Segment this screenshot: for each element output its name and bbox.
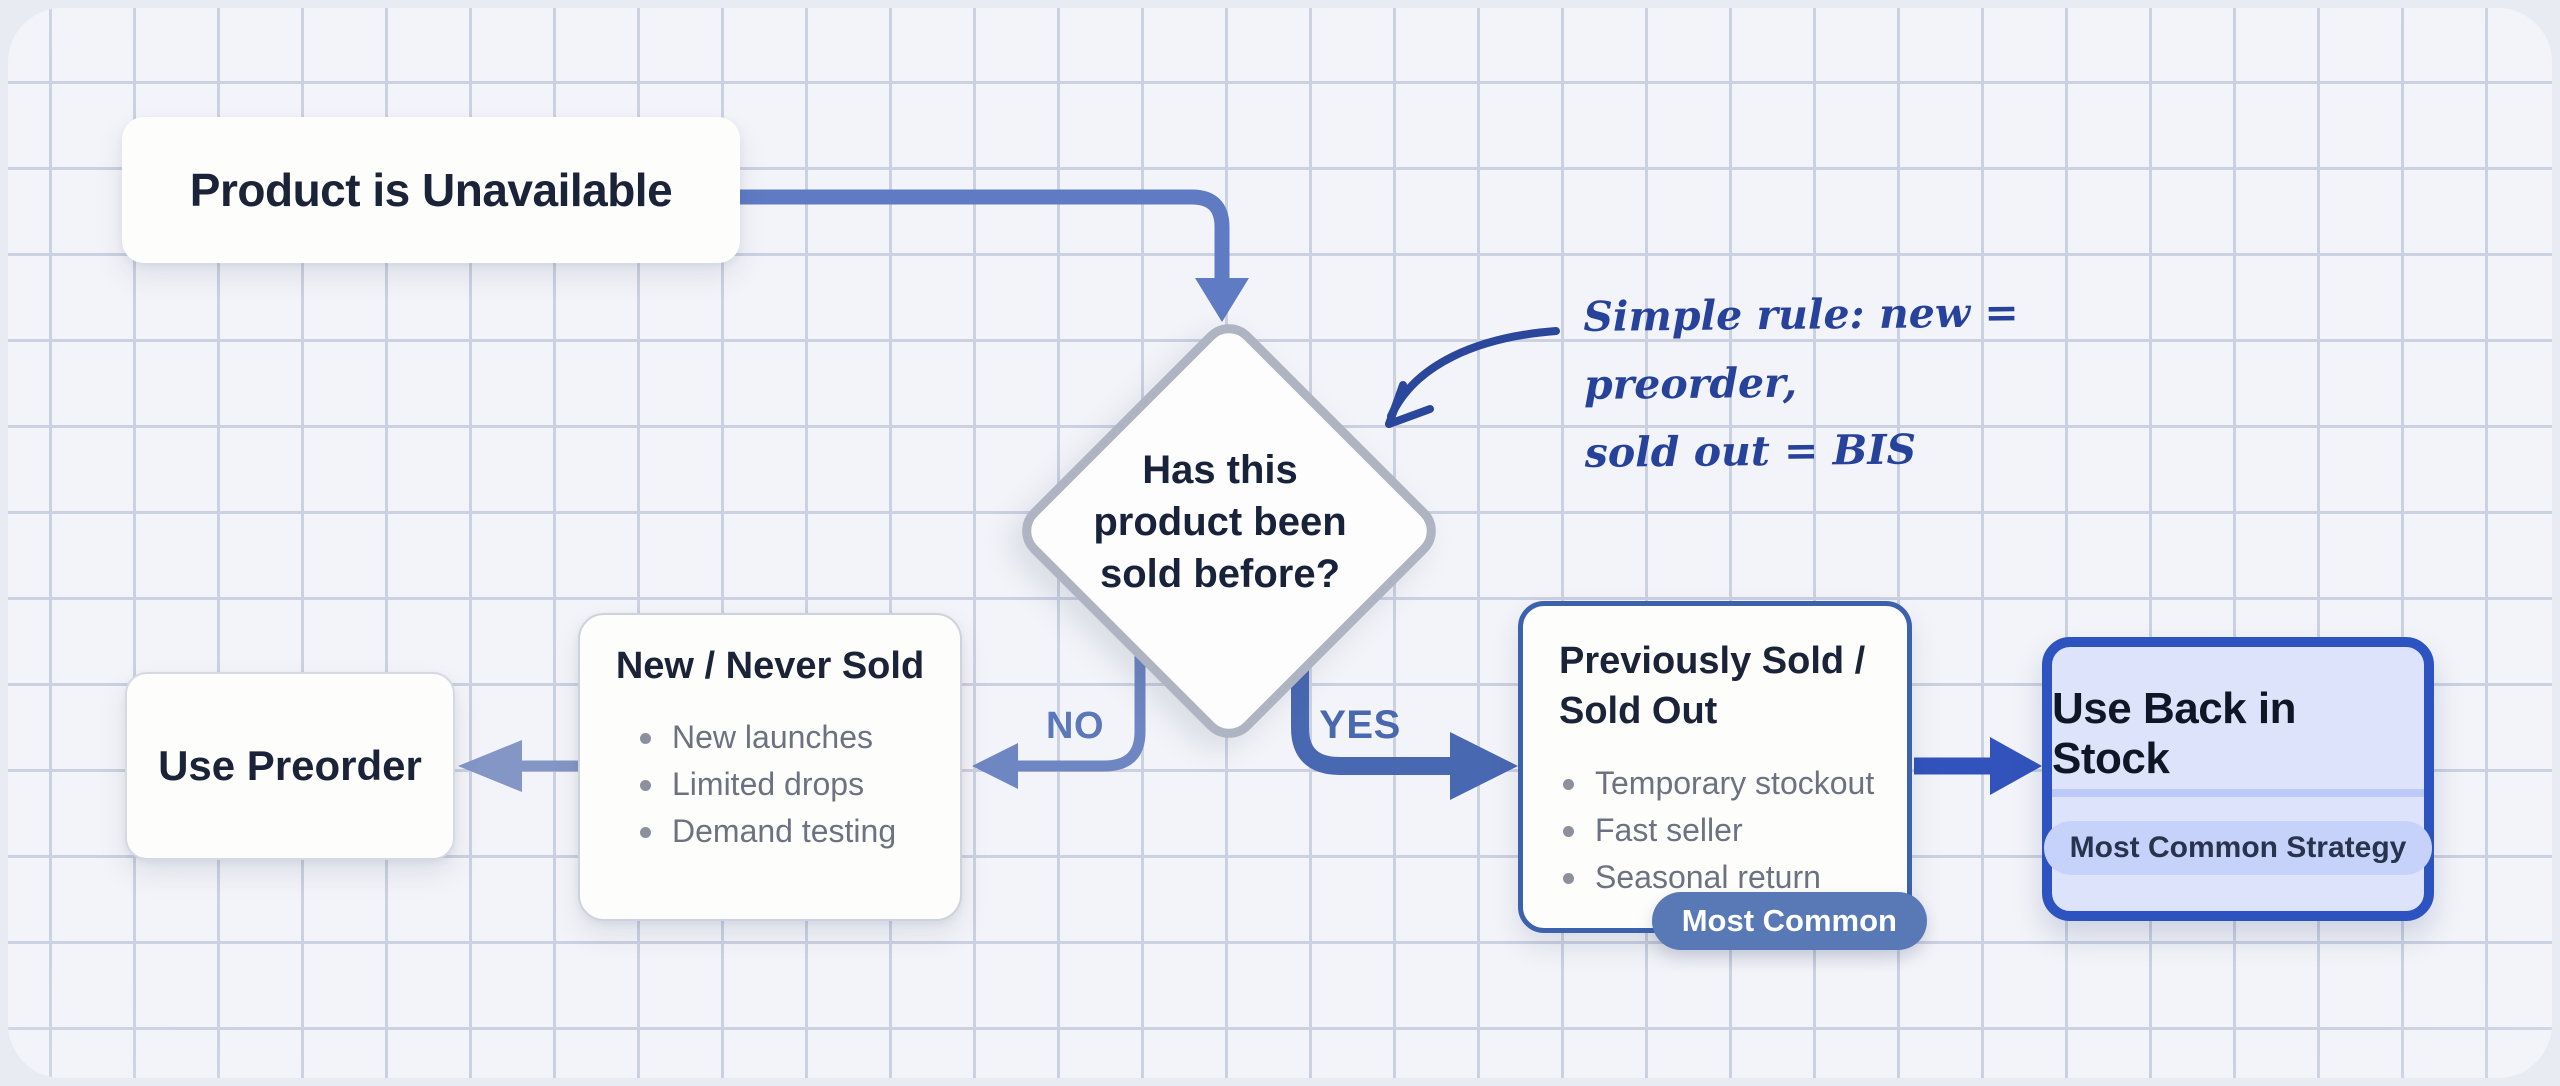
bullet-item: Seasonal return	[1559, 854, 1907, 901]
new-never-sold-bullet-list: New launches Limited drops Demand testin…	[636, 714, 960, 855]
bullet-item: Fast seller	[1559, 807, 1907, 854]
bullet-item: Demand testing	[636, 808, 960, 855]
handwritten-note-line2: sold out = BIS	[1584, 425, 1917, 477]
handwritten-note: Simple rule: new = preorder, sold out = …	[1583, 277, 2145, 487]
node-product-unavailable-label: Product is Unavailable	[189, 164, 673, 216]
edge-label-yes: YES	[1319, 703, 1401, 747]
node-previously-sold: Previously Sold / Sold Out Temporary sto…	[1518, 601, 1927, 950]
node-use-back-in-stock: Use Back in Stock Most Common Strategy	[2042, 637, 2434, 921]
most-common-strategy-badge: Most Common Strategy	[2043, 820, 2433, 875]
node-use-back-in-stock-title: Use Back in Stock	[2052, 684, 2424, 797]
decision-diamond-label: Has this product been sold before?	[1093, 448, 1347, 596]
bullet-item: New launches	[636, 714, 960, 761]
node-new-never-sold-title: New / Never Sold	[615, 645, 925, 687]
node-product-unavailable: Product is Unavailable	[122, 117, 740, 263]
handwritten-note-line1: Simple rule: new = preorder,	[1583, 288, 2019, 409]
node-use-preorder-label: Use Preorder	[158, 742, 422, 789]
node-new-never-sold: New / Never Sold New launches Limited dr…	[578, 613, 962, 921]
bullet-item: Temporary stockout	[1559, 760, 1907, 807]
node-previously-sold-title: Previously Sold / Sold Out	[1559, 640, 1866, 732]
node-use-preorder: Use Preorder	[125, 672, 455, 860]
most-common-badge: Most Common	[1651, 892, 1927, 950]
previously-sold-bullet-list: Temporary stockout Fast seller Seasonal …	[1559, 760, 1907, 901]
edge-label-no: NO	[1046, 705, 1104, 747]
bullet-item: Limited drops	[636, 761, 960, 808]
